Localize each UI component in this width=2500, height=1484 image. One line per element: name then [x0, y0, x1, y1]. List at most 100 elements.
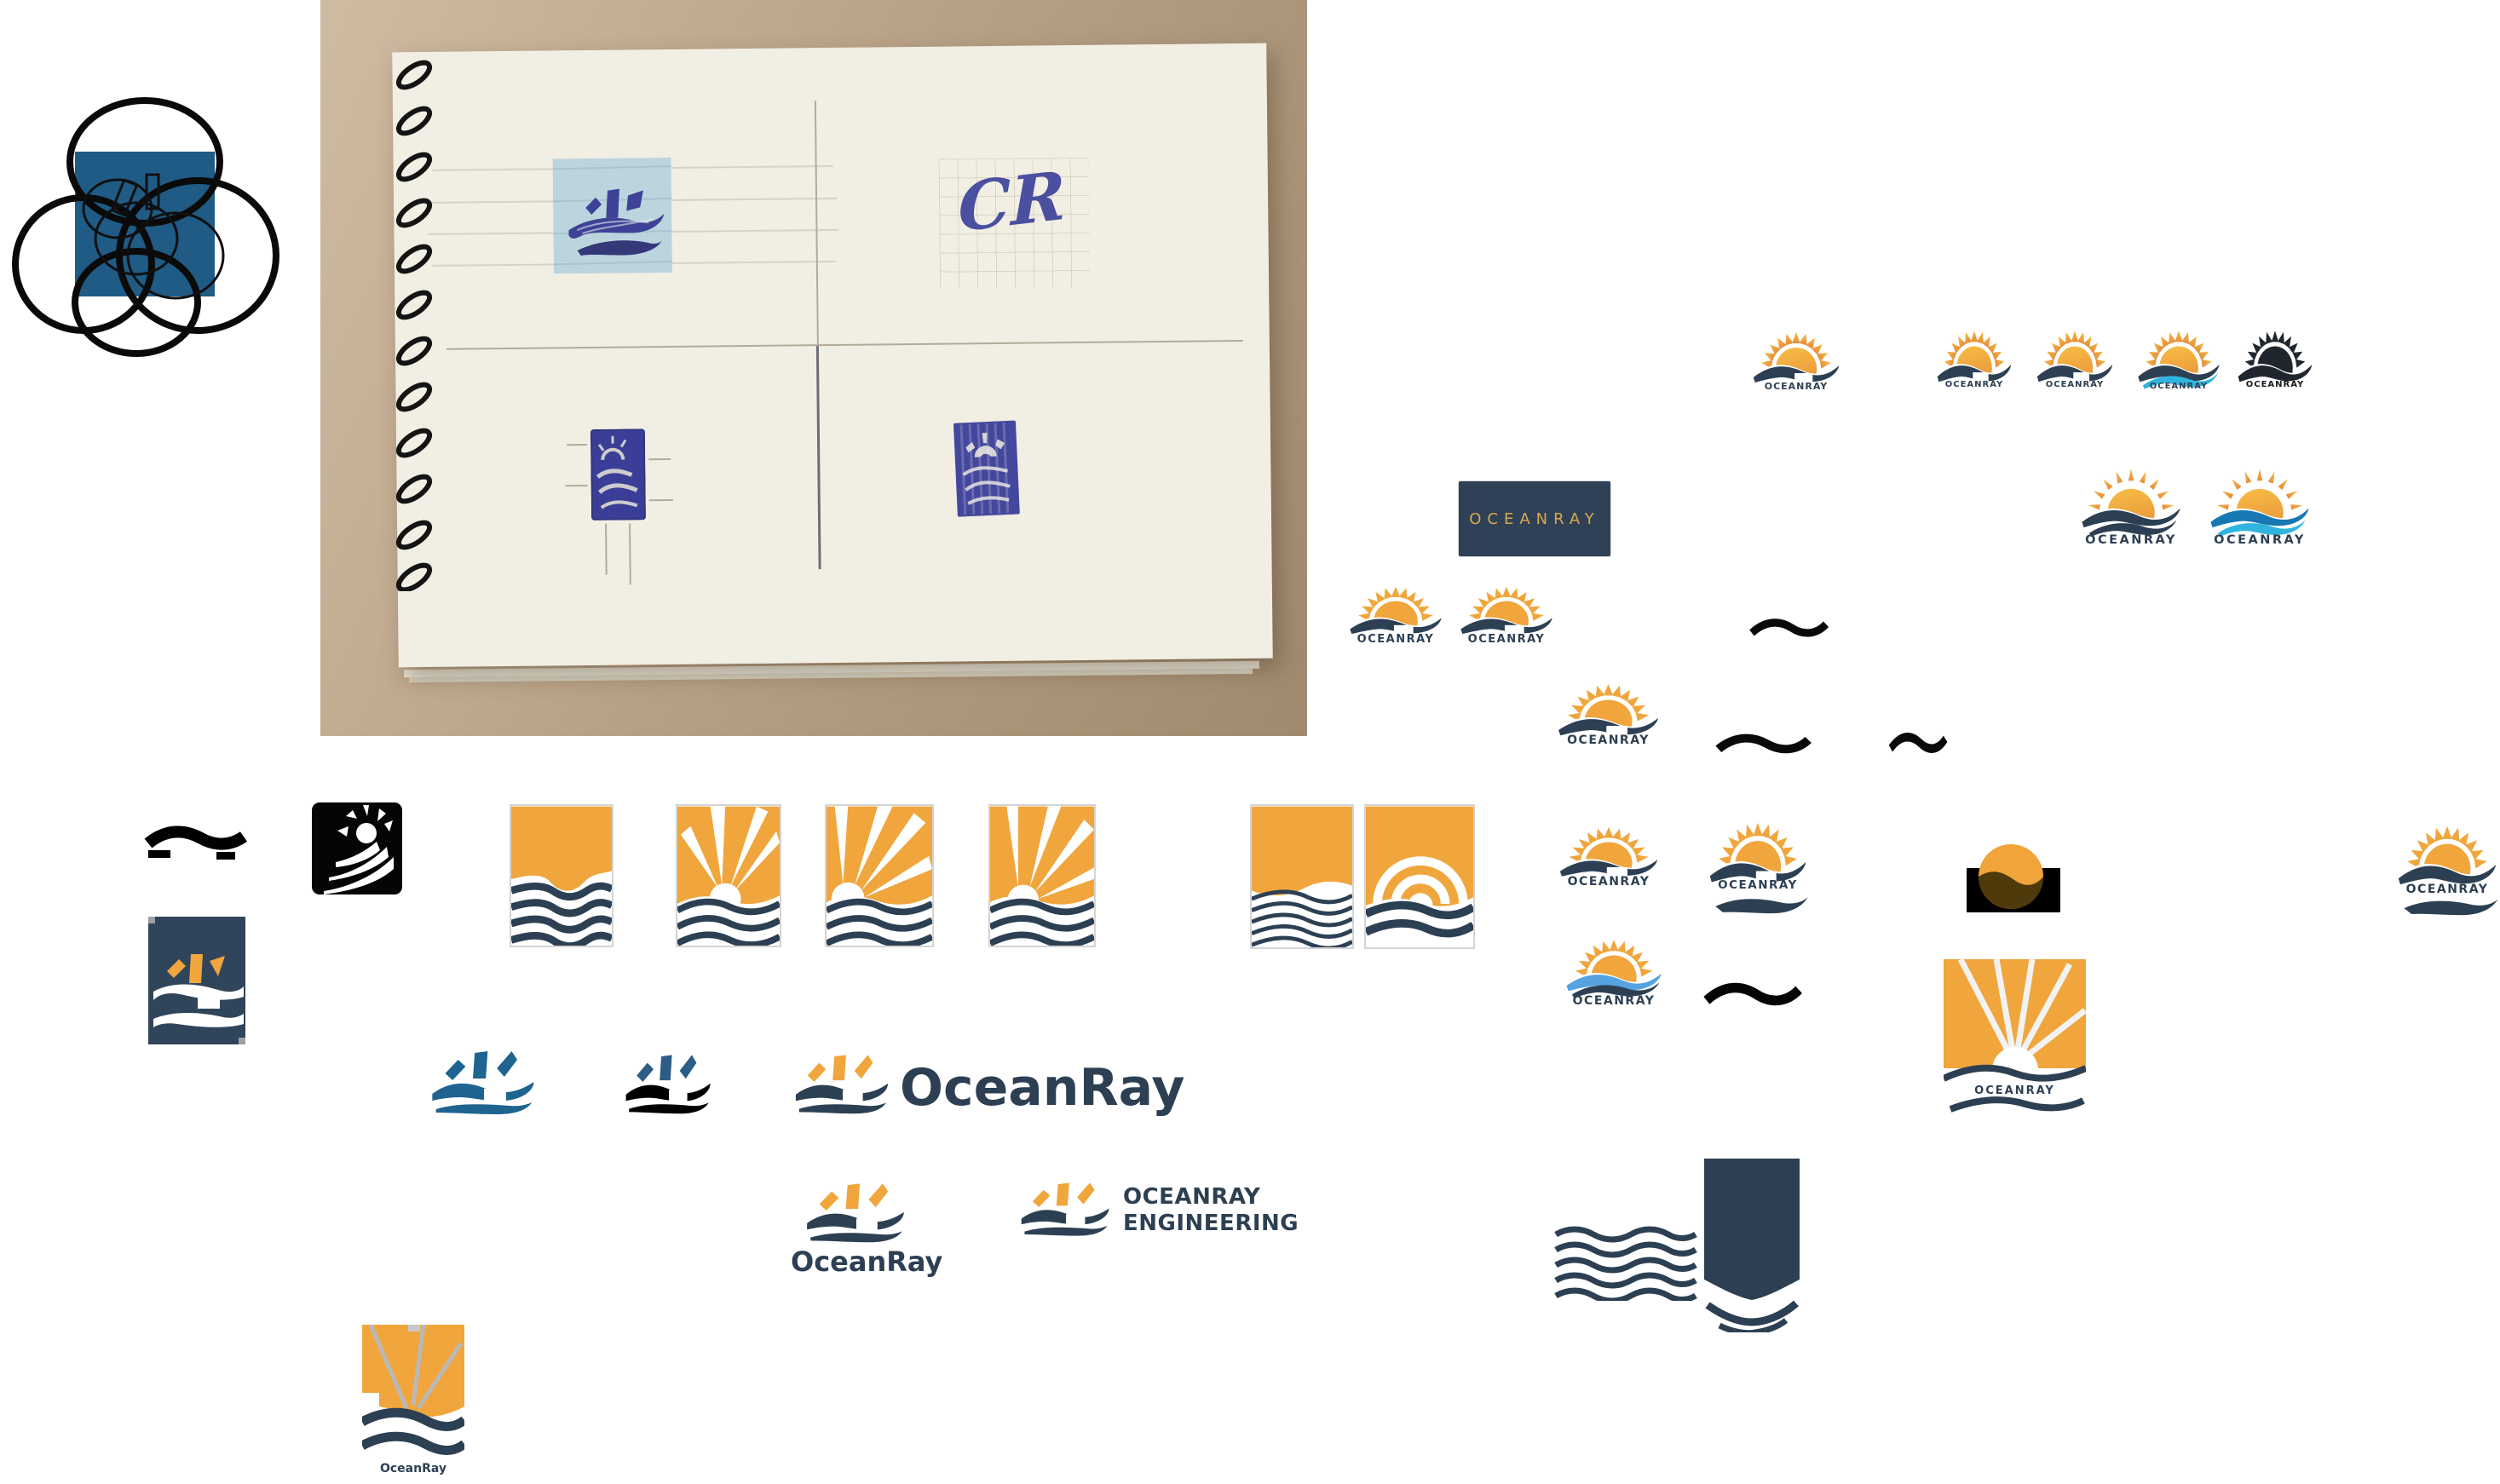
sunrise-logo-raster-1[interactable]: OCEANRAY [1747, 328, 1846, 413]
logo-wordmark: OCEANRAY [1567, 874, 1650, 889]
clean-logo-blue[interactable]: OCEANRAY [2205, 467, 2314, 559]
raymark-orange-navy[interactable] [792, 1047, 893, 1117]
sun-wave-mark-icon [623, 1047, 715, 1117]
logo-wordmark: OCEANRAY [2149, 382, 2209, 392]
logo-wordmark: OCEANRAY [2405, 882, 2489, 896]
brand-color-swatch-button[interactable]: OCEANRAY [1459, 481, 1610, 556]
badge-pen-icon-2 [953, 420, 1020, 517]
sunrise-logo-raster-2[interactable]: OCEANRAY [1932, 326, 2017, 413]
raymark-black-blue[interactable] [623, 1047, 715, 1117]
lockup-horizontal-mark[interactable] [1018, 1176, 1114, 1239]
sunrise-icon [1551, 680, 1666, 767]
card-art [511, 806, 612, 946]
card-art [827, 806, 932, 946]
sunrise-icon [1702, 818, 1813, 918]
lockup-stacked-mark[interactable] [804, 1176, 909, 1245]
logo-wordmark: OCEANRAY [2045, 380, 2105, 390]
sunrise-icon [1343, 583, 1449, 663]
logo-wordmark: OCEANRAY [1974, 1084, 2055, 1097]
lockup-stacked-wordmark: OceanRay [791, 1245, 943, 1278]
sun-wave-badge-icon [148, 917, 245, 1044]
button-label: OCEANRAY [1469, 509, 1600, 528]
sunrise-icon [1454, 583, 1559, 663]
wave-squiggle-3[interactable] [1888, 727, 1948, 759]
sketch-badge-left [590, 429, 646, 521]
sunrise-icon [1747, 328, 1846, 413]
sunrise-logo-raster-3[interactable]: OCEANRAY [2031, 326, 2118, 413]
logo-wordmark: OCEANRAY [2245, 380, 2305, 390]
sun-eclipse-blend[interactable] [1965, 837, 2062, 923]
scribble-circles-icon [12, 97, 279, 357]
sunrise-logo-flat-1[interactable]: OCEANRAY [1343, 583, 1449, 663]
brand-heading[interactable]: OceanRay [900, 1058, 1185, 1118]
navy-badge-card[interactable] [148, 917, 245, 1044]
rays-card-wordmark[interactable]: OCEANRAY [1944, 959, 2086, 1119]
sunrise-icon [1552, 823, 1665, 906]
pixel-wave-mark[interactable] [141, 818, 251, 862]
sunrise-logo-cluster-1[interactable]: OCEANRAY [1552, 823, 1665, 906]
wave-squiggle-4[interactable] [1702, 976, 1803, 1012]
pencil-tick [629, 523, 631, 585]
sunrise-logo-cluster-2[interactable]: OCEANRAY [1702, 818, 1813, 918]
wave-icon [144, 825, 248, 860]
pencil-tick [567, 444, 588, 446]
sunrise-icon [2232, 326, 2318, 413]
card-art [677, 806, 780, 946]
sun-wave-mark-icon [792, 1047, 893, 1117]
wave-squiggle-1[interactable] [1748, 613, 1829, 642]
sun-circle-icon [1967, 844, 2060, 912]
pen-divider-vertical [815, 346, 821, 570]
sunrise-logo-mid-top[interactable]: OCEANRAY [1551, 680, 1666, 767]
sun-wave-mark-icon [804, 1176, 909, 1245]
logo-wordmark: OCEANRAY [1572, 994, 1656, 1009]
wave-icon [1714, 728, 1812, 759]
pencil-tick [605, 523, 608, 575]
logo-wordmark: OCEANRAY [1467, 633, 1546, 647]
badge-pen-icon [590, 429, 646, 521]
column-icon [1704, 1159, 1800, 1332]
card-bottom-clipped[interactable]: OceanRay [362, 1325, 464, 1484]
wave-pattern-block[interactable] [1552, 1226, 1699, 1301]
navy-column-wave-base[interactable] [1701, 1159, 1803, 1332]
logo-wordmark: OCEANRAY [2214, 532, 2306, 547]
sunrise-icon [1559, 935, 1668, 1022]
wave-icon [1888, 727, 1948, 759]
wordmark-line-1: OCEANRAY [1123, 1184, 1261, 1210]
sunrise-icon [2132, 326, 2226, 413]
card-solid-sun-waves[interactable] [510, 804, 613, 947]
sun-field-icon [312, 802, 402, 894]
card-rays-left-2[interactable] [988, 804, 1096, 947]
logo-wordmark: OCEANRAY [2085, 532, 2177, 547]
scribble-sketch[interactable] [9, 72, 290, 358]
notebook-page: CR [392, 43, 1273, 668]
card-arc-rays[interactable] [1364, 804, 1475, 949]
sun-wave-pen-icon [552, 157, 672, 274]
wave-squiggle-2[interactable] [1714, 728, 1812, 759]
inverted-icon-card[interactable] [312, 802, 402, 894]
logo-wordmark: OCEANRAY [1567, 733, 1650, 748]
sunrise-logo-dark-mono[interactable]: OCEANRAY [2232, 326, 2318, 413]
card-art [362, 1325, 464, 1455]
logo-wordmark: OCEANRAY [1764, 381, 1829, 392]
notebook-photo[interactable]: CR [320, 0, 1307, 736]
sunrise-logo-flat-2[interactable]: OCEANRAY [1454, 583, 1559, 663]
sunrise-logo-edge-clipped[interactable]: OCEANRAY [2391, 821, 2500, 920]
logo-wordmark: OCEANRAY [1357, 633, 1435, 647]
sketch-sun-wave [552, 157, 672, 274]
wordmark-line-2: ENGINEERING [1123, 1211, 1299, 1236]
pencil-tick [565, 485, 588, 486]
logo-wordmark: OceanRay [379, 1461, 447, 1475]
sunrise-logo-raster-blue-waves[interactable]: OCEANRAY [2132, 326, 2226, 413]
card-rays-center[interactable] [676, 804, 781, 947]
card-solid-thin-waves[interactable] [1250, 804, 1354, 949]
pencil-divider-horizontal [446, 339, 1243, 350]
clean-logo-navy[interactable]: OCEANRAY [2077, 467, 2186, 559]
lockup-horizontal-wordmark: OCEANRAY ENGINEERING [1123, 1184, 1310, 1237]
wave-icon [1748, 613, 1829, 642]
raymark-monoblue[interactable] [429, 1043, 539, 1118]
pencil-tick [648, 498, 673, 501]
card-rays-left[interactable] [825, 804, 934, 947]
sunrise-logo-blue-wave[interactable]: OCEANRAY [1559, 935, 1668, 1022]
logo-wordmark: OCEANRAY [1944, 380, 2004, 390]
